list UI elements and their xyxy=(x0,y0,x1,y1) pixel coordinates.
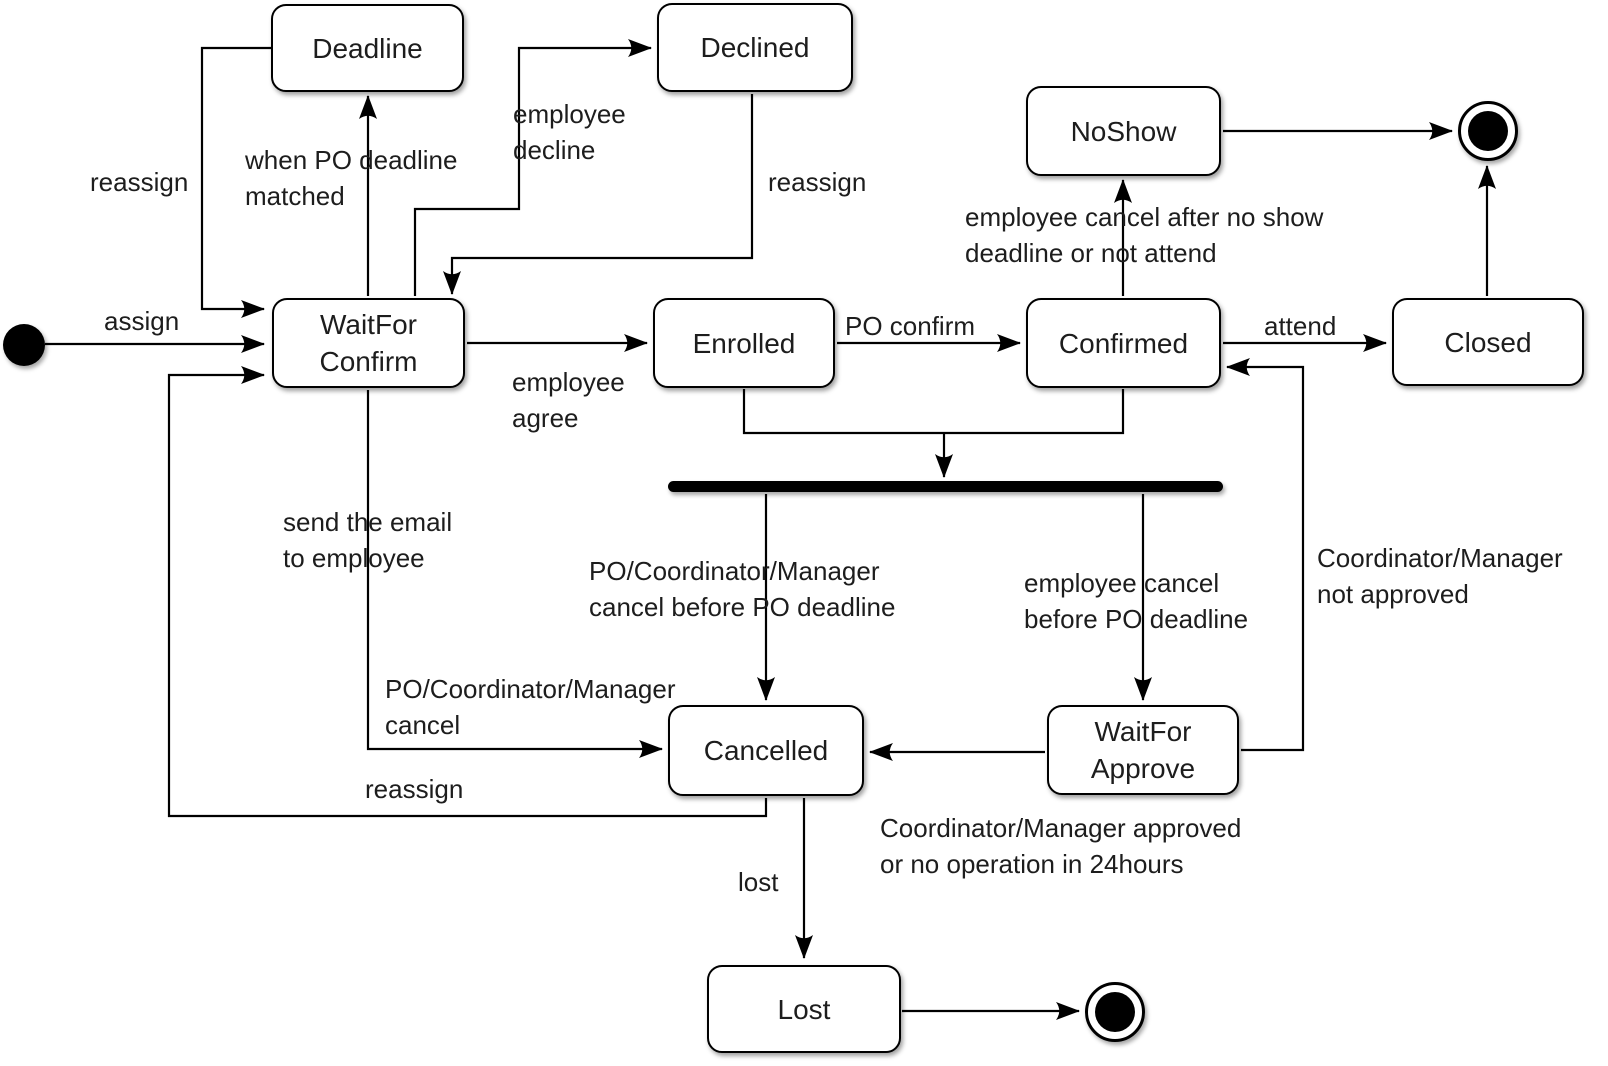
state-declined: Declined xyxy=(657,3,853,92)
state-deadline: Deadline xyxy=(271,4,464,92)
edge-reassign-from-declined xyxy=(443,94,754,295)
state-label: Confirmed xyxy=(1058,327,1189,359)
edge-employee-decline xyxy=(413,39,652,296)
edge-label-po-confirm: PO confirm xyxy=(845,311,976,341)
edge-cancelled-to-wfc xyxy=(167,366,768,818)
state-label: NoShow xyxy=(1070,115,1177,147)
edge-label-employee-decline: employee decline xyxy=(513,99,626,165)
edge-label-employee-agree: employee agree xyxy=(512,367,625,433)
edge-wfa-to-confirmed xyxy=(1226,358,1305,752)
edge-wfc-to-cancelled xyxy=(366,390,663,758)
edge-label-coordinator-manager-not-approved: Coordinator/Manager not approved xyxy=(1317,543,1563,609)
initial-state xyxy=(3,324,45,366)
fork-join-bar xyxy=(668,481,1223,492)
state-cancelled: Cancelled xyxy=(668,705,864,796)
edge-label-employee-cancel-after-no-show: employee cancel after no show deadline o… xyxy=(965,202,1324,268)
edge-label-po-coordinator-manager-cancel: PO/Coordinator/Manager cancel xyxy=(385,674,676,740)
state-label: Lost xyxy=(777,993,831,1025)
state-confirmed: Confirmed xyxy=(1026,298,1221,388)
state-label: Declined xyxy=(700,32,810,63)
edge-label-po-cm-cancel-before-deadline: PO/Coordinator/Manager cancel before PO … xyxy=(589,556,896,622)
edge-label-lost: lost xyxy=(738,867,779,897)
state-noshow: NoShow xyxy=(1026,86,1221,176)
edge-reassign-from-deadline xyxy=(200,46,271,318)
state-enrolled: Enrolled xyxy=(653,298,835,388)
state-wait-for-confirm: WaitFor Confirm xyxy=(272,298,465,388)
edge-label-reassign-from-deadline: reassign xyxy=(90,167,189,197)
state-lost: Lost xyxy=(707,965,901,1053)
edge-label-attend: attend xyxy=(1264,311,1337,341)
state-label: Enrolled xyxy=(692,327,796,359)
edge-label-reassign-from-declined: reassign xyxy=(768,167,867,197)
edge-label-assign: assign xyxy=(104,306,180,336)
final-state-top xyxy=(1458,101,1518,161)
state-closed: Closed xyxy=(1392,298,1584,386)
edge-label-employee-cancel-before-deadline: employee cancel before PO deadline xyxy=(1024,568,1249,634)
edge-label-reassign-from-cancelled: reassign xyxy=(365,774,464,804)
final-state-bottom xyxy=(1085,982,1145,1042)
edge-join-lines xyxy=(742,389,1125,435)
state-label: WaitFor Approve xyxy=(1090,716,1196,784)
state-label: Closed xyxy=(1444,326,1532,358)
state-wait-for-approve: WaitFor Approve xyxy=(1047,705,1239,795)
state-label: Deadline xyxy=(312,32,423,64)
edge-label-send-the-email: send the email to employee xyxy=(283,507,453,573)
state-label: WaitFor Confirm xyxy=(319,309,418,377)
edge-label-coordinator-manager-approved: Coordinator/Manager approved or no opera… xyxy=(880,813,1242,879)
state-label: Cancelled xyxy=(703,735,829,766)
edge-label-when-po-deadline-matched: when PO deadline matched xyxy=(245,145,458,211)
